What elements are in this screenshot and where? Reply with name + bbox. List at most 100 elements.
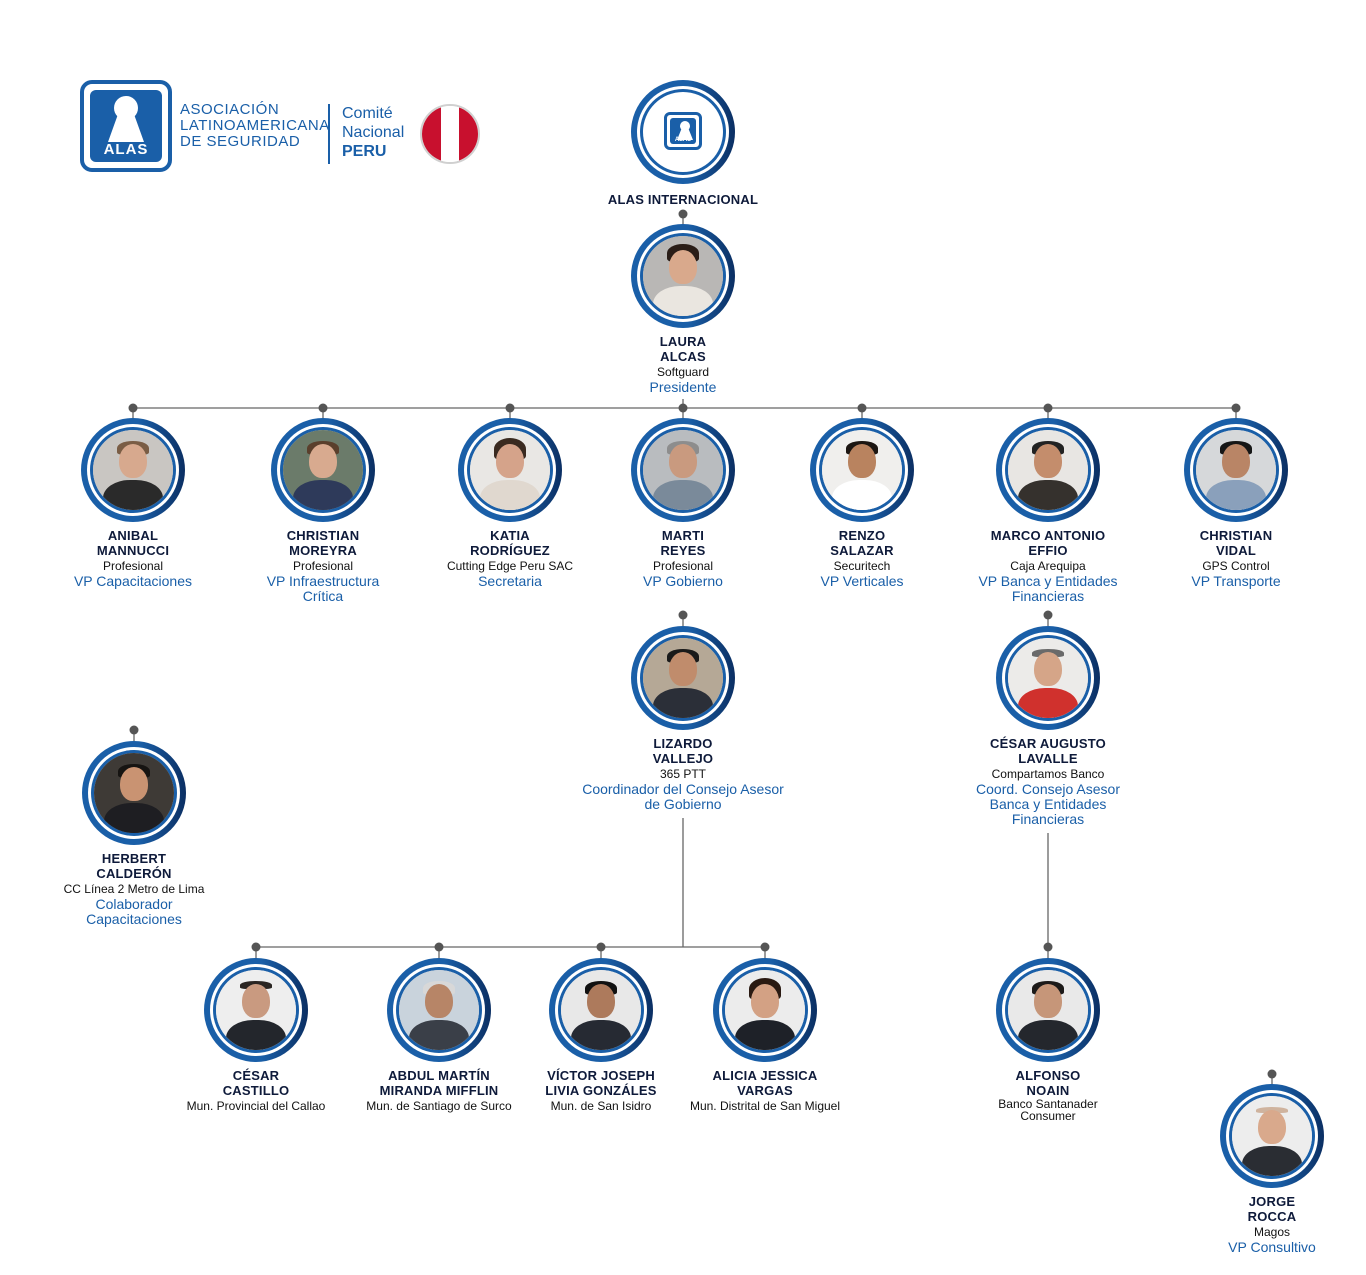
node-first-name: CÉSAR — [232, 1068, 280, 1083]
portrait-photo — [1196, 430, 1276, 510]
node-company: GPS Control — [1202, 559, 1270, 573]
node-first-name: MARTI — [661, 528, 705, 543]
node-company: Mun. de Santiago de Surco — [366, 1099, 512, 1113]
avatar — [204, 958, 308, 1062]
avatar — [996, 958, 1100, 1062]
node-last-name: CALDERÓN — [96, 866, 172, 881]
logo-org-name: ASOCIACIÓN LATINOAMERICANA DE SEGURIDAD — [180, 102, 330, 150]
node-first-name: KATIA — [490, 528, 530, 543]
node-role-line-2: Financieras — [1011, 588, 1085, 604]
node-first-name: MARCO ANTONIO — [990, 528, 1106, 543]
node-company: Securitech — [833, 559, 891, 573]
peru-flag-icon — [420, 104, 480, 164]
node-role-line-2: Banca y Entidades — [989, 796, 1107, 812]
node-christian-vidal: CHRISTIAN VIDAL GPS Control VP Transport… — [1116, 418, 1356, 589]
logo-comite: Comité Nacional PERU — [342, 104, 404, 161]
node-cesar-castillo: CÉSAR CASTILLO Mun. Provincial del Calla… — [136, 958, 376, 1114]
node-company: 365 PTT — [659, 767, 707, 781]
avatar — [631, 626, 735, 730]
avatar-ring: ALAS — [631, 80, 735, 184]
portrait-photo — [1008, 970, 1088, 1050]
node-company: Caja Arequipa — [1010, 559, 1086, 573]
node-role-line-2: Crítica — [302, 588, 344, 604]
node-lizardo-vallejo: LIZARDO VALLEJO 365 PTT Coordinador del … — [563, 626, 803, 812]
avatar — [810, 418, 914, 522]
node-first-name: CHRISTIAN — [1199, 528, 1273, 543]
node-role: Secretaria — [478, 573, 542, 589]
portrait-photo — [643, 638, 723, 718]
node-role-line-2: de Gobierno — [644, 796, 722, 812]
node-last-name: CASTILLO — [222, 1083, 290, 1098]
node-company: Compartamos Banco — [991, 767, 1105, 781]
portrait-photo — [93, 430, 173, 510]
alas-emblem-icon: ALAS — [643, 92, 723, 172]
node-first-name: VÍCTOR JOSEPH — [547, 1068, 655, 1083]
node-company: Softguard — [656, 365, 710, 379]
node-laura-alcas: LAURA ALCAS Softguard Presidente — [563, 224, 803, 395]
node-christian-moreyra: CHRISTIAN MOREYRA Profesional VP Infraes… — [203, 418, 443, 604]
node-company: CC Línea 2 Metro de Lima — [63, 882, 205, 896]
node-company: Mun. Provincial del Callao — [186, 1099, 326, 1113]
node-company: Profesional — [652, 559, 714, 573]
avatar — [81, 418, 185, 522]
node-role: Coordinador del Consejo Asesor — [582, 781, 784, 797]
node-first-name: JORGE — [1248, 1194, 1296, 1209]
node-abdul-martin-miranda-mifflin: ABDUL MARTÍN MIRANDA MIFFLIN Mun. de San… — [319, 958, 559, 1114]
avatar — [713, 958, 817, 1062]
node-last-name: REYES — [660, 543, 706, 558]
avatar — [996, 626, 1100, 730]
node-last-name: MANNUCCI — [96, 543, 170, 558]
node-first-name: RENZO — [838, 528, 886, 543]
node-last-name: NOAIN — [1026, 1083, 1070, 1098]
portrait-photo — [561, 970, 641, 1050]
portrait-photo — [1008, 638, 1088, 718]
node-role: VP Infraestructura — [266, 573, 380, 589]
node-role: VP Capacitaciones — [73, 573, 193, 589]
portrait-photo — [643, 236, 723, 316]
logo-line-2: LATINOAMERICANA — [180, 117, 330, 134]
node-role: VP Verticales — [820, 573, 904, 589]
avatar — [82, 741, 186, 845]
node-company: Banco Santanader — [998, 1097, 1098, 1111]
portrait-photo — [283, 430, 363, 510]
node-last-name: VARGAS — [737, 1083, 793, 1098]
avatar — [631, 418, 735, 522]
avatar — [387, 958, 491, 1062]
node-company: Profesional — [102, 559, 164, 573]
node-first-name: HERBERT — [101, 851, 167, 866]
node-victor-joseph-livia-gonzales: VÍCTOR JOSEPH LIVIA GONZÁLES Mun. de San… — [481, 958, 721, 1114]
logo-acronym: ALAS — [103, 141, 149, 158]
node-alfonso-noain: ALFONSO NOAIN Banco Santanader Consumer — [928, 958, 1168, 1122]
node-cesar-augusto-lavalle: CÉSAR AUGUSTO LAVALLE Compartamos Banco … — [928, 626, 1168, 827]
portrait-photo — [94, 753, 174, 833]
portrait-photo — [1008, 430, 1088, 510]
node-company: Mun. de San Isidro — [550, 1099, 652, 1113]
node-first-name: ALFONSO — [1015, 1068, 1081, 1083]
alas-peru-logo: ALAS ASOCIACIÓN LATINOAMERICANA DE SEGUR… — [80, 80, 490, 175]
node-last-name: MIRANDA MIFFLIN — [379, 1083, 499, 1098]
node-role: Colaborador — [95, 896, 173, 912]
node-company: Profesional — [292, 559, 354, 573]
emblem-acronym: ALAS — [674, 137, 692, 143]
node-katia-rodriguez: KATIA RODRÍGUEZ Cutting Edge Peru SAC Se… — [390, 418, 630, 589]
node-first-name: LIZARDO — [653, 736, 713, 751]
node-marti-reyes: MARTI REYES Profesional VP Gobierno — [563, 418, 803, 589]
node-last-name: LAVALLE — [1018, 751, 1078, 766]
portrait-photo — [1232, 1096, 1312, 1176]
node-first-name: CÉSAR AUGUSTO — [989, 736, 1106, 751]
node-herbert-calderon: HERBERT CALDERÓN CC Línea 2 Metro de Lim… — [14, 741, 254, 927]
portrait-photo — [725, 970, 805, 1050]
node-jorge-rocca: JORGE ROCCA Magos VP Consultivo — [1152, 1084, 1366, 1255]
avatar — [458, 418, 562, 522]
node-last-name: ROCCA — [1247, 1209, 1297, 1224]
node-last-name: RODRÍGUEZ — [470, 543, 550, 558]
logo-line-1: ASOCIACIÓN — [180, 101, 280, 118]
portrait-photo — [643, 430, 723, 510]
node-role: Coord. Consejo Asesor — [976, 781, 1120, 797]
logo-divider — [328, 104, 330, 164]
node-last-name: EFFIO — [1028, 543, 1068, 558]
node-first-name: LAURA — [659, 334, 707, 349]
alas-logo-badge: ALAS — [80, 80, 172, 172]
node-first-name: ANIBAL — [107, 528, 159, 543]
